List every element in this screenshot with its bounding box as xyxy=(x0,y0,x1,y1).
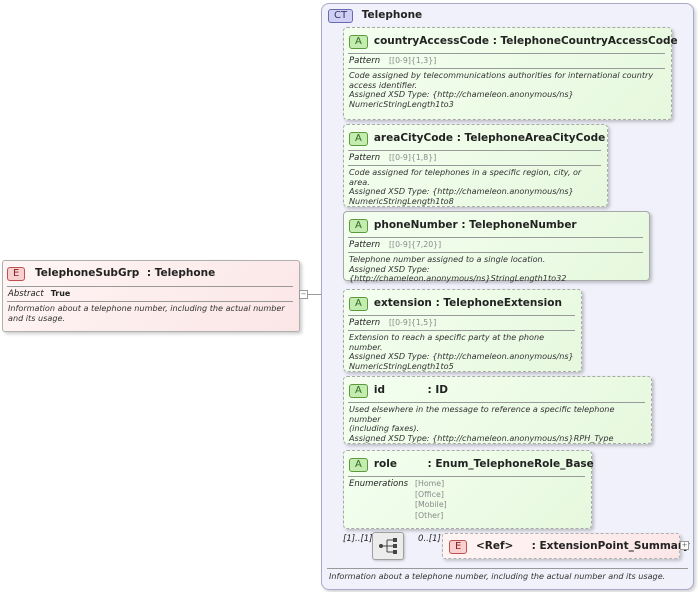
attribute-separator xyxy=(348,53,665,54)
enumeration-value: [Mobile] xyxy=(415,500,447,509)
expand-toggle[interactable]: + xyxy=(680,541,689,550)
facet-label: Pattern xyxy=(349,153,381,163)
attribute-separator xyxy=(348,150,601,151)
sequence-icon xyxy=(379,538,397,554)
attribute-icon: A xyxy=(349,132,368,146)
sequence-compositor[interactable] xyxy=(372,532,404,560)
attribute-name: areaCityCode xyxy=(373,132,454,144)
attribute-icon: A xyxy=(349,297,368,311)
attribute-facet: Enumerations [Home][Office][Mobile][Other… xyxy=(349,479,447,521)
enumeration-value: [Home] xyxy=(415,479,445,488)
attribute-separator xyxy=(348,237,643,238)
complex-type-separator xyxy=(327,568,688,569)
attribute-facet: Pattern [[0-9]{7,20}] xyxy=(349,240,441,250)
element-telephone-subgrp[interactable]: E TelephoneSubGrp : Telephone Abstract T… xyxy=(2,260,300,332)
complex-type-documentation: Information about a telephone number, in… xyxy=(329,571,666,581)
attribute-type: : TelephoneExtension xyxy=(435,297,562,309)
attribute-name: role xyxy=(373,458,397,470)
attribute-separator-2 xyxy=(348,252,643,253)
complex-type-name: Telephone xyxy=(361,9,423,21)
element-separator xyxy=(7,286,293,287)
abstract-value: True xyxy=(50,289,71,298)
attribute-icon: A xyxy=(349,384,368,398)
element-type: : Telephone xyxy=(146,267,216,279)
ref-element-icon: E xyxy=(449,540,468,554)
attribute-name: extension xyxy=(373,297,432,309)
element-documentation: Information about a telephone number, in… xyxy=(8,303,285,323)
attribute-documentation: Telephone number assigned to a single lo… xyxy=(349,254,567,284)
enumeration-value: [Office] xyxy=(415,489,444,499)
attribute-separator-2 xyxy=(348,68,665,69)
pattern-value: [[0-9]{1,8}] xyxy=(389,153,437,162)
attribute-name: countryAccessCode xyxy=(373,35,490,47)
attribute-documentation: Code assigned for telephones in a specif… xyxy=(349,167,582,206)
ref-extension-point[interactable]: E <Ref> : ExtensionPoint_Summary xyxy=(442,533,690,559)
attribute-separator-2 xyxy=(348,165,601,166)
element-icon: E xyxy=(7,267,26,281)
attribute-separator xyxy=(348,476,585,477)
facet-label: Pattern xyxy=(349,56,381,66)
ref-name: <Ref> xyxy=(475,540,514,552)
element-name: TelephoneSubGrp xyxy=(34,267,140,279)
right-cardinality: 0..[1] xyxy=(418,534,441,544)
attribute-type: : TelephoneNumber xyxy=(461,219,577,231)
attribute-facet: Pattern [[0-9]{1,8}] xyxy=(349,153,436,163)
attribute-icon: A xyxy=(349,35,368,49)
attribute-separator xyxy=(348,315,575,316)
pattern-value: [[0-9]{1,5}] xyxy=(389,318,437,327)
abstract-row: Abstract True xyxy=(8,289,70,299)
attribute-documentation: Code assigned by telecommunications auth… xyxy=(349,70,654,109)
pattern-value: [[0-9]{1,3}] xyxy=(389,56,437,65)
element-separator-2 xyxy=(7,301,293,302)
pattern-value: [[0-9]{7,20}] xyxy=(389,240,442,249)
complex-type-icon: CT xyxy=(328,9,354,23)
connector-root xyxy=(299,294,327,295)
abstract-label: Abstract xyxy=(8,289,44,299)
attribute-documentation: Used elsewhere in the message to referen… xyxy=(349,404,615,443)
ref-type: : ExtensionPoint_Summary xyxy=(531,540,690,552)
attribute-icon: A xyxy=(349,219,368,233)
enumeration-value: [Other] xyxy=(415,510,444,520)
attribute-type: : TelephoneAreaCityCode xyxy=(456,132,606,144)
attribute-facet: Pattern [[0-9]{1,3}] xyxy=(349,56,436,66)
attribute-type: : Enum_TelephoneRole_Base xyxy=(427,458,594,470)
attribute-facet: Pattern [[0-9]{1,5}] xyxy=(349,318,436,328)
attribute-documentation: Extension to reach a specific party at t… xyxy=(349,332,574,371)
attribute-name: id xyxy=(373,384,385,396)
attribute-icon: A xyxy=(349,458,368,472)
attribute-type: : ID xyxy=(427,384,448,396)
facet-label: Enumerations xyxy=(349,479,409,489)
facet-label: Pattern xyxy=(349,318,381,328)
attribute-type: : TelephoneCountryAccessCode xyxy=(492,35,678,47)
collapse-toggle[interactable]: − xyxy=(299,290,308,299)
left-cardinality: [1]..[1] xyxy=(343,534,373,544)
facet-label: Pattern xyxy=(349,240,381,250)
attribute-separator-2 xyxy=(348,330,575,331)
attribute-name: phoneNumber xyxy=(373,219,458,231)
attribute-separator xyxy=(348,402,645,403)
